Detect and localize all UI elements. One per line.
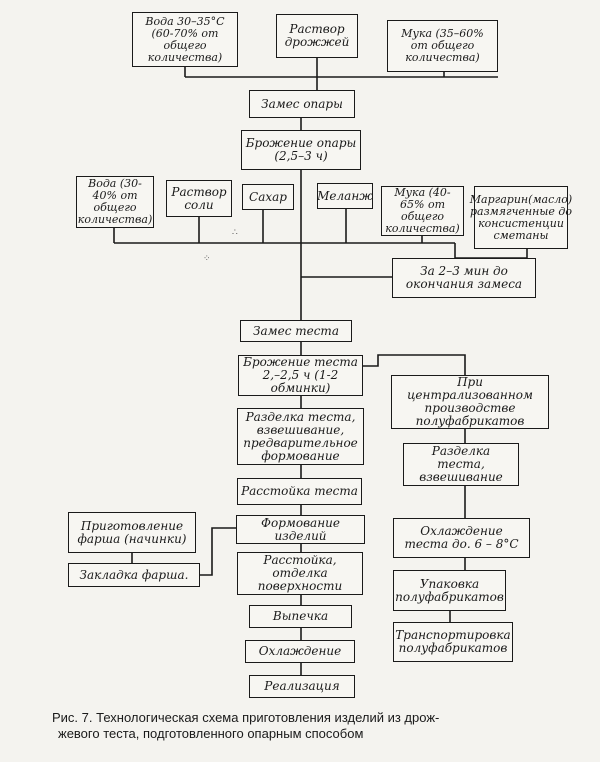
node-cutting-weighing: Разделка теста, взвешивание (403, 443, 519, 486)
node-flour-dough: Мука (40-65% от общего количества) (381, 186, 464, 236)
node-dough-mixing: Замес теста (240, 320, 352, 342)
node-transportation: Транспортировка полуфабрикатов (393, 622, 513, 662)
node-water-sponge: Вода 30–35°С (60-70% от общего количеств… (132, 12, 238, 67)
node-filling-adding: Закладка фарша. (68, 563, 200, 587)
node-melange: Меланж (317, 183, 373, 209)
node-product-forming: Формование изделий (236, 515, 365, 544)
node-water-dough: Вода (30-40% от общего количества) (76, 176, 154, 228)
node-margarine: Маргарин(масло) размягченные до консисте… (470, 186, 572, 249)
node-packing: Упаковка полуфабрикатов (393, 570, 506, 611)
node-yeast-solution: Раствор дрожжей (276, 14, 358, 58)
node-proofing-finishing: Расстойка, отделка поверхности (237, 552, 363, 595)
node-dough-chilling: Охлаждение теста до. 6 – 8°С (393, 518, 530, 558)
node-flour-sponge: Мука (35–60% от общего количества) (387, 20, 498, 72)
node-dough-proofing: Расстойка теста (237, 478, 362, 505)
node-dough-fermentation: Брожение теста 2,–2,5 ч (1-2 обминки) (238, 355, 363, 396)
node-filling-preparation: Приготовление фарша (начинки) (68, 512, 196, 553)
node-before-end-of-mixing: За 2–3 мин до окончания замеса (392, 258, 536, 298)
connector (363, 354, 466, 375)
print-speck: ∴ (232, 228, 238, 238)
node-sponge-mixing: Замес опары (249, 90, 355, 118)
node-centralized-production: При централизованном производстве полуфа… (391, 375, 549, 429)
caption-line-2: жевого теста, подготовленного опарным сп… (58, 726, 364, 741)
caption-line-1: Рис. 7. Технологическая схема приготовле… (52, 710, 440, 725)
node-dough-cutting: Разделка теста, взвешивание, предварител… (237, 408, 364, 465)
node-salt-solution: Раствор соли (166, 180, 232, 217)
node-baking: Выпечка (249, 605, 352, 628)
node-sugar: Сахар (242, 184, 294, 210)
node-cooling: Охлаждение (245, 640, 355, 663)
figure-caption: Рис. 7. Технологическая схема приготовле… (52, 710, 552, 742)
node-sale: Реализация (249, 675, 355, 698)
node-sponge-fermentation: Брожение опары (2,5–3 ч) (241, 130, 361, 170)
connector (200, 527, 236, 576)
print-speck: ⁘ (203, 254, 211, 264)
